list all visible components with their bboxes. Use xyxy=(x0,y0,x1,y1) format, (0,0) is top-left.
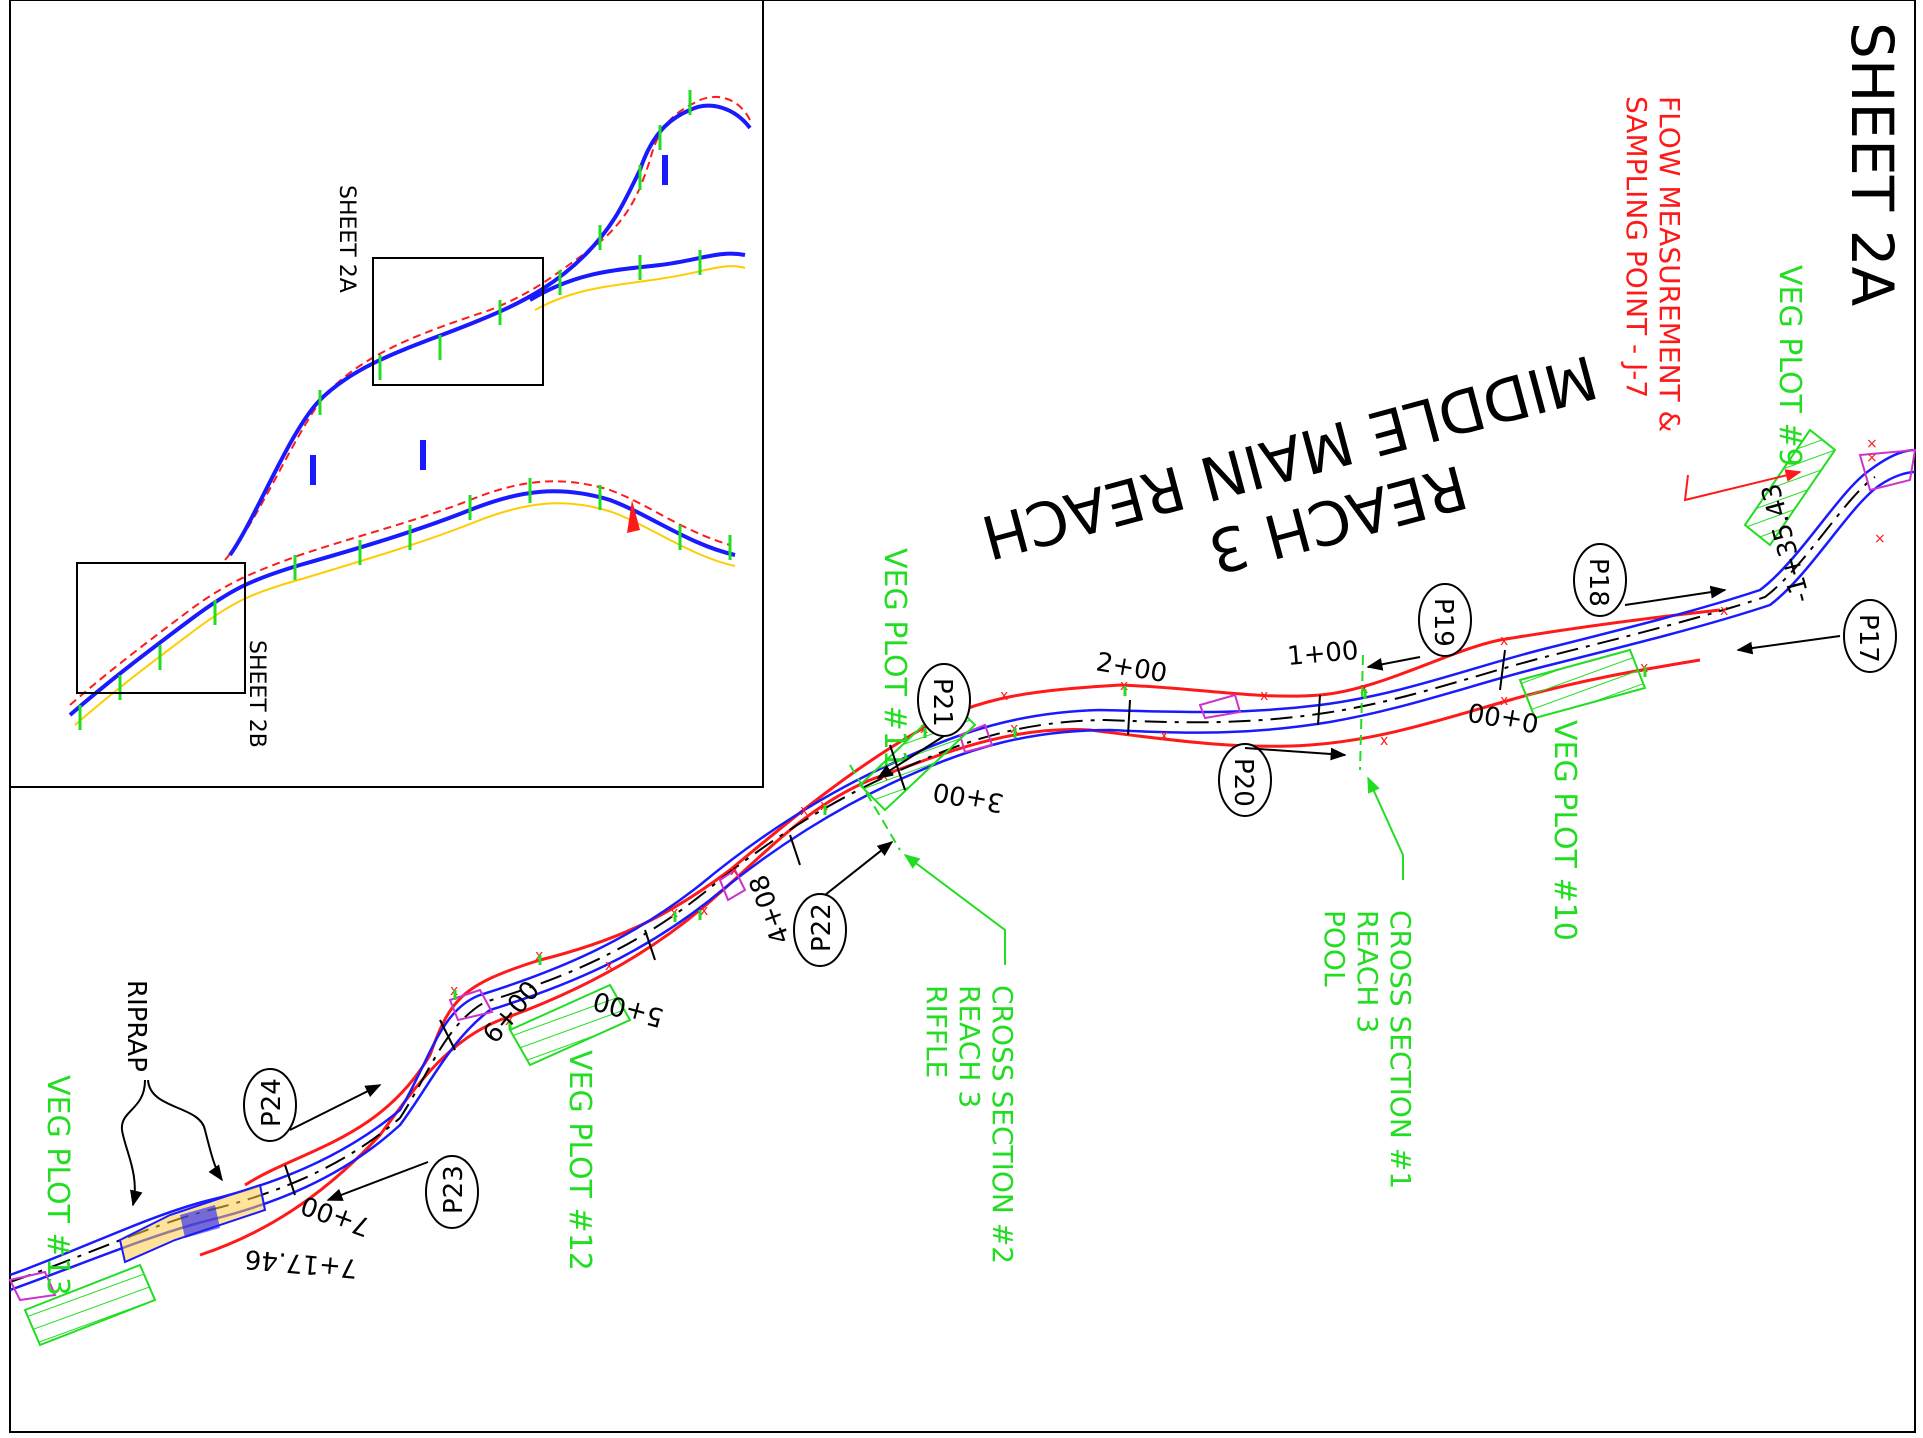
svg-text:×: × xyxy=(1866,450,1878,466)
riprap-label: RIPRAP xyxy=(121,980,151,1072)
riprap-callout: RIPRAP xyxy=(120,980,223,1207)
station-3: 3+00 xyxy=(931,776,1007,818)
veg-plot-9-area xyxy=(1743,428,1837,547)
inset-lower-buffer xyxy=(69,480,731,706)
flow-point-leader xyxy=(1683,469,1802,502)
station-1: 1+00 xyxy=(1286,636,1360,672)
cross-section-2-line3: RIFFLE xyxy=(920,985,953,1078)
svg-text:P17: P17 xyxy=(1853,614,1883,663)
svg-text:P24: P24 xyxy=(257,1078,287,1127)
photo-point-p20: P20 xyxy=(1218,743,1347,817)
veg-plot-9-label: VEG PLOT #9 xyxy=(1772,265,1807,467)
photo-point-p17: P17 xyxy=(1736,599,1897,673)
veg-plot-13-area xyxy=(23,1263,157,1347)
svg-text:x: x xyxy=(730,863,738,879)
inset-lower-buffer-b xyxy=(74,502,736,726)
svg-text:x: x xyxy=(1260,688,1268,704)
inset-upper-stream xyxy=(228,103,752,557)
svg-text:x: x xyxy=(1160,728,1168,744)
veg-plot-12-area xyxy=(508,983,632,1067)
cross-section-1-line1: CROSS SECTION #1 xyxy=(1384,910,1417,1189)
svg-text:x: x xyxy=(1500,693,1508,709)
cross-section-2-line1: CROSS SECTION #2 xyxy=(986,985,1019,1264)
veg-plot-13-label: VEG PLOT #13 xyxy=(40,1075,75,1296)
svg-text:P23: P23 xyxy=(439,1165,469,1214)
inset-frame-2b xyxy=(76,562,246,694)
photo-point-p24: P24 xyxy=(243,1068,382,1142)
svg-text:x: x xyxy=(1720,603,1728,619)
svg-text:P21: P21 xyxy=(927,678,957,727)
svg-text:x: x xyxy=(700,903,708,919)
veg-plot-11-label: VEG PLOT #11 xyxy=(877,548,912,769)
cross-section-2-line2: REACH 3 xyxy=(953,985,986,1108)
photo-point-p19: P19 xyxy=(1366,583,1472,671)
svg-text:x: x xyxy=(1500,633,1508,649)
svg-text:x: x xyxy=(1000,688,1008,704)
inset-upper-trib xyxy=(528,251,746,302)
flow-point-line1: FLOW MEASUREMENT & xyxy=(1653,96,1686,432)
inset-label-sheet-2b: SHEET 2B xyxy=(244,640,269,748)
inset-label-sheet-2a: SHEET 2A xyxy=(334,185,359,293)
cross-section-1-line3: POOL xyxy=(1318,910,1351,987)
veg-plot-10-label: VEG PLOT #10 xyxy=(1547,720,1582,941)
cross-section-1: CROSS SECTION #1 REACH 3 POOL xyxy=(1318,654,1417,1189)
svg-text:x: x xyxy=(605,958,613,974)
channel-bank-south xyxy=(9,470,1916,1292)
inset-lower-stream xyxy=(68,489,736,717)
inset-frame-2a xyxy=(372,257,544,386)
station-4: 4+08 xyxy=(744,870,797,947)
cross-section-1-line2: REACH 3 xyxy=(1351,910,1384,1033)
svg-text:x: x xyxy=(800,803,808,819)
svg-text:x: x xyxy=(1380,733,1388,749)
veg-plot-10-area xyxy=(1518,648,1647,720)
photo-points: P17 P18 P19 P20 P21 P22 xyxy=(243,543,1897,1229)
svg-text:P18: P18 xyxy=(1583,558,1613,607)
svg-text:×: × xyxy=(1874,531,1886,547)
sheet-title: SHEET 2A xyxy=(1838,22,1906,306)
svg-text:P22: P22 xyxy=(807,903,837,952)
inset-frame xyxy=(9,0,764,788)
inset-upper-trib-buffer xyxy=(534,265,746,311)
svg-text:P20: P20 xyxy=(1228,758,1258,807)
flow-point-line2: SAMPLING POINT - J-7 xyxy=(1620,96,1653,398)
photo-point-p21: P21 xyxy=(876,663,971,779)
inset-key-map: SHEET 2A SHEET 2B xyxy=(9,0,764,788)
station-2: 2+00 xyxy=(1094,647,1170,689)
cross-section-2: CROSS SECTION #2 REACH 3 RIFFLE xyxy=(849,764,1019,1264)
veg-plot-12-label: VEG PLOT #12 xyxy=(562,1050,597,1271)
svg-text:P19: P19 xyxy=(1428,598,1458,647)
photo-point-p18: P18 xyxy=(1573,543,1727,617)
svg-text:×: × xyxy=(1866,436,1878,452)
station-end: 7+17.46 xyxy=(244,1243,359,1283)
photo-point-p23: P23 xyxy=(326,1155,479,1229)
photo-point-p22: P22 xyxy=(793,841,894,967)
